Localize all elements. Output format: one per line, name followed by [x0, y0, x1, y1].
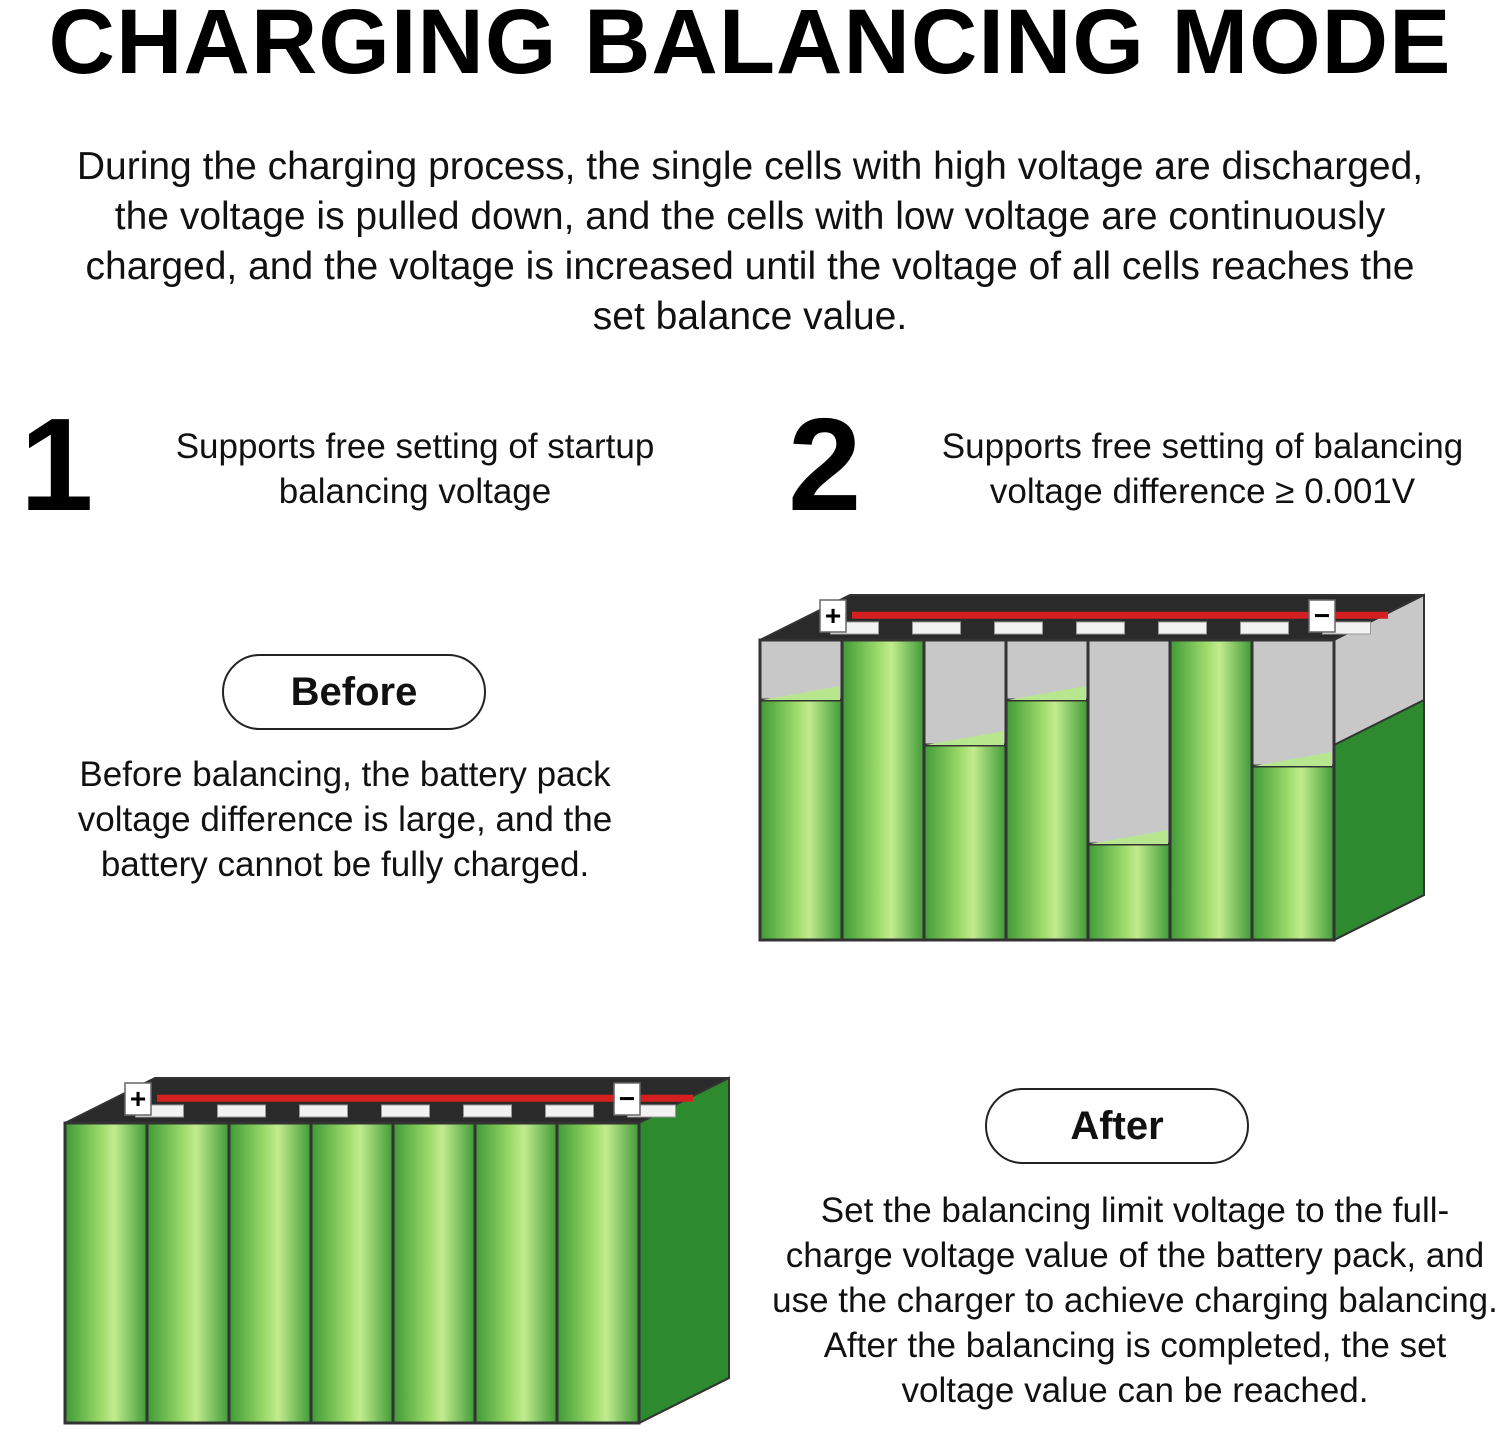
battery-pack-before-illustration: +−	[758, 593, 1425, 942]
page-title: CHARGING BALANCING MODE	[48, 0, 1452, 93]
after-description: Set the balancing limit voltage to the f…	[772, 1191, 1498, 1410]
after-negative-terminal: −	[613, 1082, 641, 1116]
before-cell	[1004, 638, 1090, 942]
before-side-face	[1333, 593, 1425, 942]
before-cell	[758, 638, 844, 942]
before-negative-terminal: −	[1308, 599, 1336, 633]
before-cell	[1250, 638, 1336, 942]
svg-text:−: −	[619, 1083, 635, 1114]
feature-text-2: Supports free setting of balancing volta…	[941, 427, 1464, 511]
before-cell	[840, 638, 926, 942]
svg-text:+: +	[130, 1083, 146, 1114]
before-cell	[1086, 638, 1172, 942]
feature-text-1: Supports free setting of startup balanci…	[175, 427, 655, 511]
after-side-face	[638, 1076, 730, 1425]
after-cell	[555, 1121, 641, 1425]
after-cell	[227, 1121, 313, 1425]
after-cell	[145, 1121, 231, 1425]
intro-paragraph: During the charging process, the single …	[76, 145, 1424, 338]
feature-number-1: 1	[20, 391, 94, 538]
after-cell	[391, 1121, 477, 1425]
after-cell	[309, 1121, 395, 1425]
after-badge: After	[985, 1088, 1249, 1164]
svg-text:+: +	[825, 600, 841, 631]
after-cell	[63, 1121, 149, 1425]
feature-number-2: 2	[788, 391, 862, 538]
battery-pack-after-illustration: +−	[63, 1076, 730, 1425]
before-description: Before balancing, the battery pack volta…	[77, 755, 613, 884]
after-cell	[473, 1121, 559, 1425]
before-cell	[922, 638, 1008, 942]
svg-text:−: −	[1314, 600, 1330, 631]
after-positive-terminal: +	[124, 1082, 152, 1116]
before-positive-terminal: +	[819, 599, 847, 633]
before-cell	[1168, 638, 1254, 942]
before-badge: Before	[222, 654, 486, 730]
